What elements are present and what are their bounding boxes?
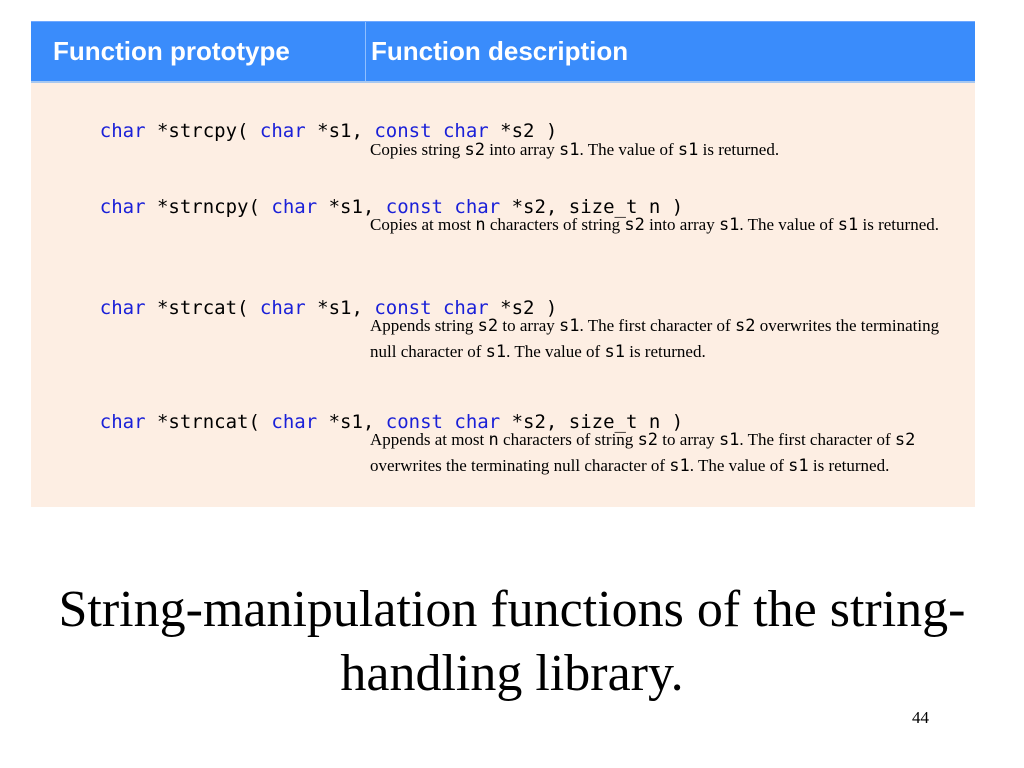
proto-token: char [99,297,146,319]
proto-token: *s1, [305,297,375,319]
desc-token: s1 [669,456,690,476]
desc-token: s1 [485,342,507,362]
desc-token: is returned. [858,215,939,234]
desc-token: s2 [464,140,485,160]
desc-token: is returned. [808,456,890,475]
proto-token: *s2 ) [488,297,558,319]
desc-token: n [488,430,499,450]
proto-token: *s2 ) [488,120,558,142]
proto-token: *s2, size_t n ) [500,411,684,433]
table-header: Function prototype Function description [31,21,975,82]
proto-token: *s2, size_t n ) [500,196,684,218]
desc-token: s1 [677,140,699,160]
desc-token: characters of string [498,430,638,449]
desc-token: s1 [837,215,859,235]
desc-token: s2 [637,430,659,450]
description-strncat: Appends at most n characters of string s… [370,427,962,479]
desc-token: . The first character of [579,316,735,335]
proto-token: char [259,297,306,319]
desc-token: to array [658,430,719,449]
function-table: Function prototype Function description … [31,21,975,507]
desc-token: Copies at most [370,215,476,234]
header-separator [365,22,366,82]
desc-token: into array [644,215,719,234]
proto-token: *s1, [317,196,386,218]
proto-token: char [99,411,146,433]
proto-token: const char [385,411,501,433]
desc-token: s2 [894,430,916,450]
proto-token: *s1, [305,120,375,142]
desc-token: . The value of [579,140,678,159]
proto-token: *strncat( [145,411,272,433]
desc-token: s1 [718,430,740,450]
proto-token: char [259,120,306,142]
desc-token: s2 [734,316,756,336]
proto-token: const char [374,120,489,142]
desc-token: . The value of [506,342,605,361]
desc-token: is returned. [698,140,780,159]
desc-token: overwrites the terminating null characte… [370,456,670,475]
proto-token: *strcpy( [145,120,260,142]
page-number: 44 [912,708,929,727]
prototype-strncpy: char *strncpy( char *s1, const char *s2,… [54,174,683,240]
desc-token: is returned. [624,342,706,361]
proto-token: char [271,196,318,218]
proto-token: const char [374,297,489,319]
description-strcat: Appends string s2 to array s1. The first… [370,313,962,365]
desc-token: s2 [624,215,645,235]
prototype-strcat: char *strcat( char *s1, const char *s2 ) [54,275,558,341]
desc-token: to array [498,316,560,335]
desc-token: s1 [718,215,740,235]
proto-token: *strncpy( [145,196,272,218]
desc-token: Appends string [370,316,478,335]
desc-token: s1 [559,140,580,160]
proto-token: *s1, [317,411,386,433]
desc-token: n [475,215,486,235]
description-strncpy: Copies at most n characters of string s2… [370,212,962,238]
proto-token: *strcat( [145,297,260,319]
desc-token: characters of string [485,215,625,234]
desc-token: s1 [788,456,809,476]
desc-token: . The value of [739,215,838,234]
header-function-description: Function description [371,36,629,66]
proto-token: const char [385,196,501,218]
desc-token: into array [484,140,560,159]
desc-token: s1 [559,316,580,336]
desc-token: overwrites the terminating null characte… [370,316,940,361]
desc-token: s2 [477,316,499,336]
header-function-prototype: Function prototype [53,36,290,66]
header-divider [31,81,975,83]
desc-token: Appends at most [370,430,489,449]
prototype-strncat: char *strncat( char *s1, const char *s2,… [54,389,683,455]
description-strcpy: Copies string s2 into array s1. The valu… [370,137,962,163]
proto-token: char [271,411,318,433]
proto-token: char [99,120,146,142]
proto-token: char [99,196,146,218]
desc-token: . The first character of [739,430,895,449]
desc-token: . The value of [689,456,789,475]
desc-token: Copies string [370,140,465,159]
slide-title: String-manipulation functions of the str… [58,581,966,702]
desc-token: s1 [604,342,625,362]
prototype-strcpy: char *strcpy( char *s1, const char *s2 ) [54,98,558,164]
